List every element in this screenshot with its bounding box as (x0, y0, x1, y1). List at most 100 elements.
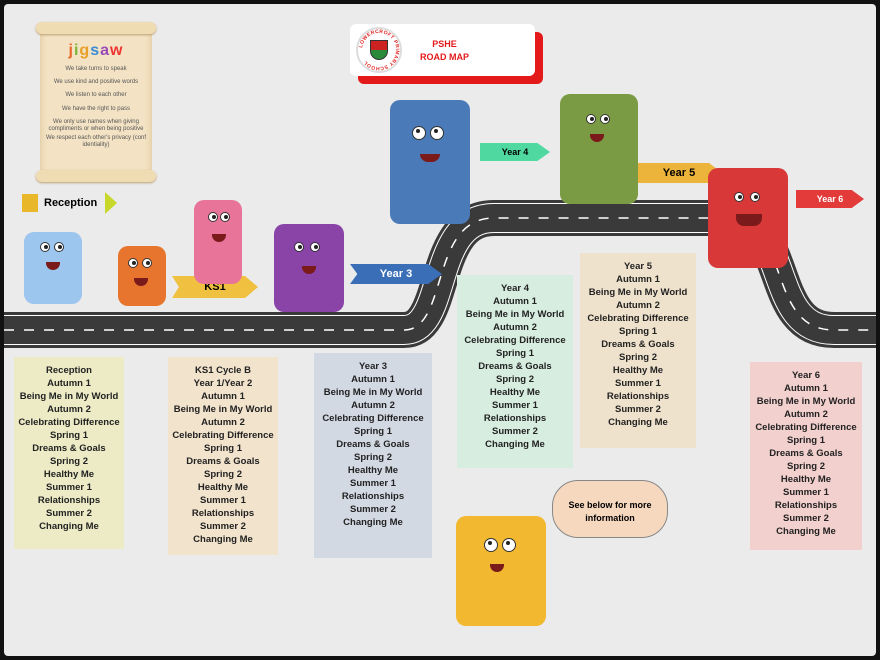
topic-line: Relationships (37, 495, 101, 506)
topic-line: Changing Me (776, 526, 836, 537)
puzzle-character-red (708, 168, 788, 268)
topic-line: Being Me in My World (19, 391, 119, 402)
topic-line: Spring 1 (786, 435, 825, 446)
topic-line: Celebrating Difference (755, 422, 857, 433)
topic-line: Spring 1 (353, 426, 392, 437)
arrow-label: Year 6 (816, 194, 844, 204)
topic-line: Spring 2 (495, 374, 534, 385)
puzzle-character-blue-glasses (390, 100, 470, 224)
arrow-year5: Year 5 (636, 163, 722, 183)
topic-line: Dreams & Goals (186, 456, 260, 467)
topic-line: Dreams & Goals (601, 339, 675, 350)
topic-line: Celebrating Difference (322, 413, 424, 424)
topic-line: Changing Me (608, 417, 668, 428)
topic-line: Changing Me (485, 439, 545, 450)
topic-line: Celebrating Difference (587, 313, 689, 324)
topic-line: Autumn 1 (616, 274, 660, 285)
topic-line: Being Me in My World (465, 309, 565, 320)
arrow-label: Year 5 (662, 167, 696, 179)
box-heading: Year 6 (792, 370, 820, 381)
topic-line: Summer 2 (492, 426, 538, 437)
topic-line: Summer 1 (200, 495, 246, 506)
topic-line: Spring 2 (786, 461, 825, 472)
box-heading: Year 3 (359, 361, 387, 372)
topic-line: Spring 1 (495, 348, 534, 359)
topic-line: Spring 1 (203, 443, 242, 454)
topic-line: Summer 2 (615, 404, 661, 415)
title-line-1: PSHE (432, 39, 457, 49)
topic-line: Summer 1 (350, 478, 396, 489)
charter-rule: We take turns to speak (65, 66, 127, 72)
topic-line: Changing Me (343, 517, 403, 528)
charter-rule: We use kind and positive words (53, 79, 139, 86)
puzzle-character-green (560, 94, 638, 204)
charter-rule: We only use names when giving compliment… (48, 118, 144, 132)
topic-line: Celebrating Difference (464, 335, 566, 346)
puzzle-character-orange (118, 246, 166, 306)
topic-line: Changing Me (39, 521, 99, 532)
topic-line: Spring 1 (618, 326, 657, 337)
arrow-year3: Year 3 (350, 264, 442, 284)
topic-line: Dreams & Goals (32, 443, 106, 454)
topic-line: Spring 2 (49, 456, 88, 467)
topic-line: Summer 1 (492, 400, 538, 411)
topic-line: Year 1/Year 2 (193, 378, 253, 389)
topic-line: Being Me in My World (756, 396, 856, 407)
topic-line: Being Me in My World (173, 404, 273, 415)
topic-line: Autumn 2 (201, 417, 245, 428)
topic-line: Dreams & Goals (769, 448, 843, 459)
topic-line: Being Me in My World (323, 387, 423, 398)
puzzle-character-blue-light (24, 232, 82, 304)
topic-line: Autumn 2 (351, 400, 395, 411)
topic-line: Relationships (606, 391, 670, 402)
charter-rule: We listen to each other (65, 92, 127, 99)
topic-line: Autumn 2 (784, 409, 828, 420)
topic-line: Summer 1 (615, 378, 661, 389)
topic-line: Healthy Me (612, 365, 664, 376)
arrow-year4: Year 4 (480, 143, 550, 161)
topic-line: Summer 2 (783, 513, 829, 524)
topic-line: Relationships (483, 413, 547, 424)
title-line-2: ROAD MAP (420, 52, 469, 62)
topic-line: Summer 2 (350, 504, 396, 515)
jigsaw-charter-scroll: jigsaw We take turns to speak We use kin… (36, 22, 156, 182)
box-heading: Year 5 (624, 261, 652, 272)
box-heading: Year 4 (501, 283, 529, 294)
topic-line: Being Me in My World (588, 287, 688, 298)
arrow-reception: Reception (22, 192, 118, 214)
topic-line: Spring 1 (49, 430, 88, 441)
topic-line: Celebrating Difference (172, 430, 274, 441)
charter-rule: We respect each other's privacy (conf id… (45, 135, 147, 149)
topic-line: Autumn 1 (493, 296, 537, 307)
topic-line: Relationships (191, 508, 255, 519)
topic-line: Spring 2 (353, 452, 392, 463)
topic-line: Autumn 1 (351, 374, 395, 385)
school-crest-logo: LOWERCROFT PRIMARY SCHOOL (356, 27, 402, 73)
topic-line: Autumn 1 (784, 383, 828, 394)
jigsaw-logo: jigsaw (68, 42, 124, 59)
svg-text:LOWERCROFT PRIMARY SCHOOL: LOWERCROFT PRIMARY SCHOOL (358, 29, 400, 71)
topic-line: Healthy Me (780, 474, 832, 485)
topic-line: Autumn 1 (47, 378, 91, 389)
topic-line: Celebrating Difference (18, 417, 120, 428)
puzzle-character-purple (274, 224, 344, 312)
topic-line: Healthy Me (347, 465, 399, 476)
box-heading: Reception (46, 365, 92, 376)
topic-line: Dreams & Goals (478, 361, 552, 372)
puzzle-character-pink (194, 200, 242, 284)
topic-line: Changing Me (193, 534, 253, 545)
roadmap-page: jigsaw We take turns to speak We use kin… (4, 4, 876, 656)
arrow-year6: Year 6 (796, 190, 864, 208)
topic-line: Healthy Me (489, 387, 541, 398)
topic-line: Healthy Me (43, 469, 95, 480)
topic-line: Relationships (341, 491, 405, 502)
topic-line: Autumn 2 (616, 300, 660, 311)
charter-rule: We have the right to pass (62, 105, 130, 112)
speech-bubble: See below for more information (552, 480, 668, 538)
topic-line: Spring 2 (203, 469, 242, 480)
puzzle-character-yellow (456, 516, 546, 626)
